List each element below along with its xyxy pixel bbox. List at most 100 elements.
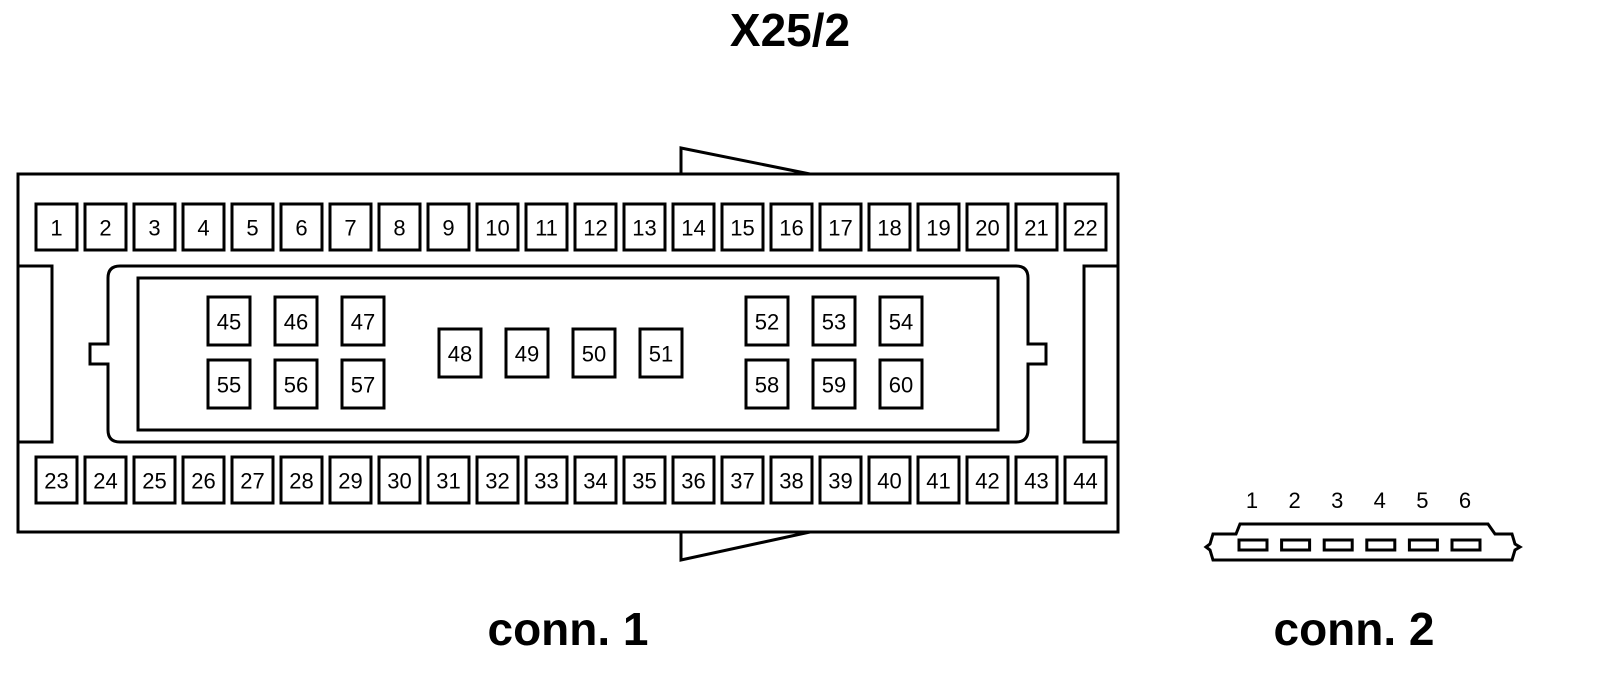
pin-label: 39 — [828, 469, 852, 494]
pin-box — [206, 295, 252, 347]
pin-box — [818, 455, 863, 505]
pin-17: 17 — [818, 202, 863, 252]
pin-label: 32 — [485, 469, 509, 494]
pin-32: 32 — [475, 455, 520, 505]
pin-36: 36 — [671, 455, 716, 505]
pin-43: 43 — [1014, 455, 1059, 505]
pin-box — [811, 295, 857, 347]
pin-label: 56 — [284, 373, 308, 398]
pin-label: 22 — [1073, 216, 1097, 241]
pin-box — [878, 358, 924, 410]
pin-label: 26 — [191, 469, 215, 494]
pin-box — [769, 455, 814, 505]
conn2-pin-5: 5 — [1407, 488, 1439, 552]
pin-46: 46 — [273, 295, 319, 347]
conn2-pin-slot — [1322, 538, 1354, 552]
pin-box — [230, 202, 275, 252]
pin-29: 29 — [328, 455, 373, 505]
pin-box — [181, 455, 226, 505]
pin-label: 49 — [515, 342, 539, 367]
pin-label: 44 — [1073, 469, 1097, 494]
pin-47: 47 — [340, 295, 386, 347]
pin-label: 6 — [295, 216, 307, 241]
pin-21: 21 — [1014, 202, 1059, 252]
pin-box — [83, 455, 128, 505]
pin-label: 8 — [393, 216, 405, 241]
pin-label: 28 — [289, 469, 313, 494]
pin-label: 45 — [217, 310, 241, 335]
pin-20: 20 — [965, 202, 1010, 252]
pin-39: 39 — [818, 455, 863, 505]
pin-7: 7 — [328, 202, 373, 252]
pin-16: 16 — [769, 202, 814, 252]
pin-box — [328, 455, 373, 505]
pin-box — [1063, 202, 1108, 252]
pin-label: 11 — [535, 216, 558, 241]
pin-13: 13 — [622, 202, 667, 252]
pin-label: 57 — [351, 373, 375, 398]
pin-box — [34, 202, 79, 252]
pin-label: 52 — [755, 310, 779, 335]
pin-5: 5 — [230, 202, 275, 252]
pin-label: 20 — [975, 216, 999, 241]
pin-40: 40 — [867, 455, 912, 505]
conn2-pin-label: 1 — [1246, 488, 1258, 513]
conn2-pin-slot — [1450, 538, 1482, 552]
pin-label: 27 — [240, 469, 264, 494]
pin-18: 18 — [867, 202, 912, 252]
pin-label: 40 — [877, 469, 901, 494]
pin-label: 38 — [779, 469, 803, 494]
conn2-pin-label: 3 — [1331, 488, 1343, 513]
pin-label: 47 — [351, 310, 375, 335]
pin-label: 18 — [877, 216, 901, 241]
pin-box — [573, 455, 618, 505]
pin-box — [426, 455, 471, 505]
pin-label: 58 — [755, 373, 779, 398]
pin-box — [878, 295, 924, 347]
pin-label: 42 — [975, 469, 999, 494]
pin-30: 30 — [377, 455, 422, 505]
pin-27: 27 — [230, 455, 275, 505]
pin-26: 26 — [181, 455, 226, 505]
pin-9: 9 — [426, 202, 471, 252]
pin-box — [328, 202, 373, 252]
pin-box — [206, 358, 252, 410]
pin-59: 59 — [811, 358, 857, 410]
pin-box — [965, 455, 1010, 505]
pin-49: 49 — [504, 327, 550, 379]
pin-box — [340, 295, 386, 347]
pin-label: 31 — [436, 469, 460, 494]
pin-52: 52 — [744, 295, 790, 347]
connector-1-bottom-latch — [679, 530, 811, 562]
pin-label: 51 — [649, 342, 673, 367]
pin-box — [720, 202, 765, 252]
pin-box — [230, 455, 275, 505]
pin-label: 1 — [50, 216, 62, 241]
conn2-pin-label: 6 — [1459, 488, 1471, 513]
pin-box — [524, 455, 569, 505]
pin-50: 50 — [571, 327, 617, 379]
pin-label: 15 — [730, 216, 754, 241]
conn2-pin-slot — [1237, 538, 1269, 552]
pin-box — [34, 455, 79, 505]
pin-label: 14 — [681, 216, 705, 241]
pin-box — [83, 202, 128, 252]
conn2-pin-3: 3 — [1322, 488, 1354, 552]
pin-label: 29 — [338, 469, 362, 494]
pin-label: 36 — [681, 469, 705, 494]
pin-box — [273, 295, 319, 347]
pin-label: 50 — [582, 342, 606, 367]
pin-label: 12 — [583, 216, 607, 241]
pin-37: 37 — [720, 455, 765, 505]
pin-33: 33 — [524, 455, 569, 505]
pin-56: 56 — [273, 358, 319, 410]
pin-31: 31 — [426, 455, 471, 505]
diagram-title: X25/2 — [730, 4, 850, 56]
conn2-pin-slot — [1280, 538, 1312, 552]
pin-25: 25 — [132, 455, 177, 505]
pin-label: 48 — [448, 342, 472, 367]
pin-label: 33 — [534, 469, 558, 494]
pin-box — [573, 202, 618, 252]
pin-54: 54 — [878, 295, 924, 347]
